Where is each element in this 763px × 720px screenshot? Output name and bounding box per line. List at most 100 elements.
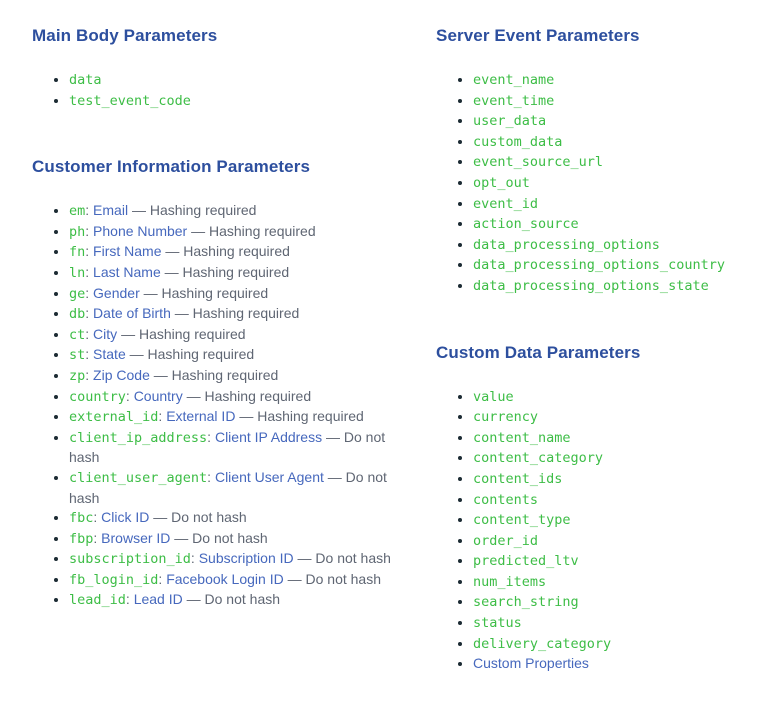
parameter-code-link[interactable]: data_processing_options xyxy=(473,236,660,253)
parameter-code-link[interactable]: status xyxy=(473,614,522,632)
parameter-item: ct: City — Hashing required xyxy=(69,325,402,346)
parameter-code-link[interactable]: ct xyxy=(69,326,85,343)
parameter-code-link[interactable]: content_name xyxy=(473,429,571,446)
parameter-code-link[interactable]: client_ip_address xyxy=(69,429,207,446)
parameter-item: db: Date of Birth — Hashing required xyxy=(69,304,402,325)
parameter-item: event_source_url xyxy=(473,152,738,173)
parameter-code-link[interactable]: predicted_ltv xyxy=(473,552,579,569)
parameter-code-link[interactable]: data_processing_options_state xyxy=(473,277,709,294)
parameter-code: status xyxy=(473,615,522,632)
parameter-list: event_name event_time user_data custom_data… xyxy=(436,70,738,297)
parameter-description-link[interactable]: State xyxy=(93,346,126,363)
parameter-code-link[interactable]: ln xyxy=(69,264,85,281)
parameter-code-link[interactable]: event_name xyxy=(473,71,554,88)
parameter-code-link[interactable]: delivery_category xyxy=(473,635,612,652)
parameter-item: client_user_agent: Client User Agent — D… xyxy=(69,468,402,508)
parameter-code-link[interactable]: ph xyxy=(69,223,85,240)
hash-note: — Do not hash xyxy=(297,550,391,567)
parameter-item: subscription_id: Subscription ID — Do no… xyxy=(69,549,402,570)
parameter-description-link[interactable]: Browser ID xyxy=(101,529,171,546)
parameter-text-link[interactable]: Custom Properties xyxy=(473,655,589,672)
parameter-code-link[interactable]: country xyxy=(69,388,126,405)
parameter-list: em: Email — Hashing required ph: Phone Nu… xyxy=(32,201,402,611)
parameter-item: event_name xyxy=(473,70,738,91)
parameter-description-link[interactable]: Lead ID xyxy=(133,591,183,608)
parameter-description-link[interactable]: Phone Number xyxy=(93,222,188,239)
parameter-code-link[interactable]: client_user_agent xyxy=(69,469,207,486)
parameter-code: fbp xyxy=(69,530,94,547)
parameter-item: data xyxy=(69,70,402,91)
hash-note: — Hashing required xyxy=(164,263,290,280)
parameter-code-link[interactable]: event_source_url xyxy=(473,153,603,170)
parameter-description-link[interactable]: Zip Code xyxy=(93,366,150,383)
parameter-code-link[interactable]: st xyxy=(69,346,85,363)
parameter-description-link[interactable]: Email xyxy=(93,202,129,219)
parameter-code: search_string xyxy=(473,594,579,611)
parameter-description-link[interactable]: Subscription ID xyxy=(198,550,294,567)
parameter-code-link[interactable]: opt_out xyxy=(473,174,530,191)
parameter-description-link[interactable]: Client IP Address xyxy=(214,428,323,445)
parameter-code-link[interactable]: db xyxy=(69,305,85,322)
parameter-description-link[interactable]: Gender xyxy=(93,284,140,301)
parameter-description-link[interactable]: Click ID xyxy=(101,509,150,526)
parameter-code: data xyxy=(69,72,102,88)
parameter-code-link[interactable]: content_type xyxy=(473,511,571,528)
parameter-code-link[interactable]: content_ids xyxy=(473,470,562,487)
separator: : xyxy=(93,529,102,546)
parameter-code-link[interactable]: external_id xyxy=(69,408,158,425)
separator: : xyxy=(85,366,94,383)
section-title: Server Event Parameters xyxy=(436,26,640,45)
parameter-item: lead_id: Lead ID — Do not hash xyxy=(69,590,402,611)
parameter-code: delivery_category xyxy=(473,635,612,652)
parameter-code-link[interactable]: user_data xyxy=(473,112,547,130)
parameter-code-link[interactable]: test_event_code xyxy=(69,92,191,109)
parameter-description-link[interactable]: Client User Agent xyxy=(214,468,324,485)
parameter-code-link[interactable]: contents xyxy=(473,491,538,508)
parameter-code-link[interactable]: lead_id xyxy=(69,591,126,609)
parameter-code-link[interactable]: fn xyxy=(69,243,85,260)
parameter-description-link[interactable]: External ID xyxy=(166,408,236,425)
parameter-code-link[interactable]: data xyxy=(69,71,102,88)
hash-note: — Do not hash xyxy=(153,509,247,526)
parameter-code: data_processing_options_state xyxy=(473,277,709,294)
parameter-code-link[interactable]: custom_data xyxy=(473,133,562,150)
parameter-code-link[interactable]: fbc xyxy=(69,509,93,526)
parameter-description-link[interactable]: Last Name xyxy=(93,263,161,280)
parameter-code-link[interactable]: fb_login_id xyxy=(69,571,158,588)
parameter-code-link[interactable]: currency xyxy=(473,408,538,425)
parameter-code: data_processing_options_country xyxy=(473,257,725,274)
separator: : xyxy=(125,591,134,608)
parameter-description-link[interactable]: Country xyxy=(133,387,183,404)
parameter-code-link[interactable]: ge xyxy=(69,285,85,302)
parameter-item: event_id xyxy=(473,194,738,215)
separator: : xyxy=(85,346,94,363)
parameter-item: predicted_ltv xyxy=(473,551,738,572)
parameter-code-link[interactable]: event_id xyxy=(473,195,538,212)
parameter-code-link[interactable]: fbp xyxy=(69,530,94,547)
parameter-description-link[interactable]: First Name xyxy=(93,243,162,260)
parameter-code-link[interactable]: event_time xyxy=(473,92,554,109)
parameter-code-link[interactable]: data_processing_options_country xyxy=(473,256,725,274)
parameter-section: Custom Data Parametersvaluecurrencyconte… xyxy=(436,343,738,674)
parameter-code: order_id xyxy=(473,532,539,549)
parameter-code: lead_id xyxy=(69,592,126,609)
parameter-code-link[interactable]: em xyxy=(69,202,85,219)
parameter-code-link[interactable]: zp xyxy=(69,367,85,384)
parameter-code: data_processing_options xyxy=(473,236,660,253)
parameter-code-link[interactable]: search_string xyxy=(473,593,579,611)
parameter-code-link[interactable]: value xyxy=(473,388,514,405)
separator: : xyxy=(93,509,102,526)
parameter-description-link[interactable]: Facebook Login ID xyxy=(166,570,284,587)
parameter-item: Custom Properties xyxy=(473,654,738,674)
parameter-item: ln: Last Name — Hashing required xyxy=(69,263,402,284)
parameter-code: user_data xyxy=(473,113,547,130)
parameter-description-link[interactable]: City xyxy=(93,325,118,342)
parameter-code-link[interactable]: order_id xyxy=(473,532,539,549)
parameter-code-link[interactable]: action_source xyxy=(473,215,579,232)
parameter-code-link[interactable]: subscription_id xyxy=(69,550,191,567)
parameter-description-link[interactable]: Date of Birth xyxy=(93,305,171,322)
parameter-item: ph: Phone Number — Hashing required xyxy=(69,222,402,243)
parameter-code-link[interactable]: content_category xyxy=(473,449,603,466)
parameter-item: fb_login_id: Facebook Login ID — Do not … xyxy=(69,570,402,591)
parameter-code-link[interactable]: num_items xyxy=(473,573,546,590)
